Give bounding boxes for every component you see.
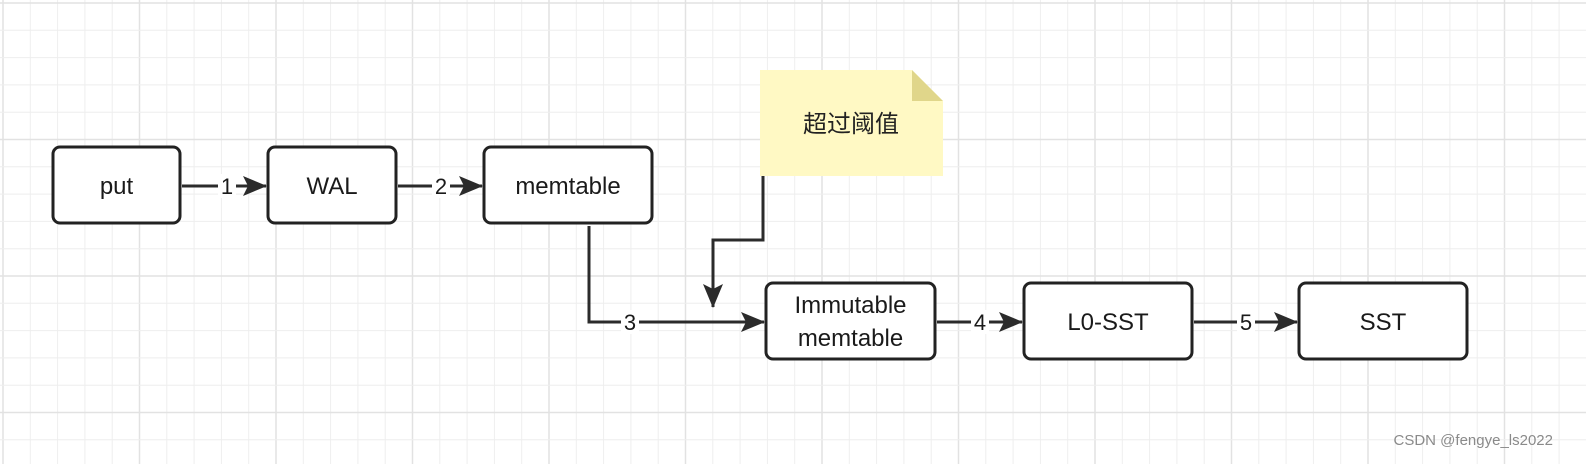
node-put-label: put <box>100 173 134 200</box>
node-sst-box <box>1297 281 1469 361</box>
note-text: 超过阈值 <box>803 110 899 138</box>
node-memtable-label: memtable <box>515 173 620 200</box>
note-body <box>760 70 943 176</box>
node-put-box <box>51 145 182 225</box>
node-sst: SST <box>1297 281 1469 361</box>
watermark: CSDN @fengye_ls2022 <box>1394 432 1553 449</box>
edge-label-5: 5 <box>1240 310 1252 335</box>
node-immutable-box <box>764 281 937 361</box>
edge-label-1: 1 <box>221 174 233 199</box>
node-wal: WAL <box>266 145 398 225</box>
node-immutable-label-line2: memtable <box>798 325 903 352</box>
edge-labels: 1 2 3 4 5 <box>218 174 1255 335</box>
node-wal-box <box>266 145 398 225</box>
edges <box>182 176 1298 332</box>
node-wal-label: WAL <box>306 173 357 200</box>
node-l0-sst: L0-SST <box>1022 281 1194 361</box>
node-immutable-memtable: Immutable memtable <box>764 281 937 361</box>
node-immutable-label-line1: Immutable <box>794 292 906 319</box>
node-memtable-box <box>482 145 654 225</box>
edge-note-to-immutable <box>703 176 765 308</box>
edge-memtable-to-immutable <box>587 226 765 332</box>
threshold-note: 超过阈值 <box>760 70 943 176</box>
edge-label-2: 2 <box>435 174 447 199</box>
edge-label-3: 3 <box>624 310 636 335</box>
node-put: put <box>51 145 182 225</box>
node-l0-sst-label: L0-SST <box>1067 309 1149 336</box>
node-sst-label: SST <box>1360 309 1407 336</box>
edge-label-4: 4 <box>974 310 986 335</box>
node-memtable: memtable <box>482 145 654 225</box>
node-l0-sst-box <box>1022 281 1194 361</box>
note-fold-corner <box>912 70 943 101</box>
